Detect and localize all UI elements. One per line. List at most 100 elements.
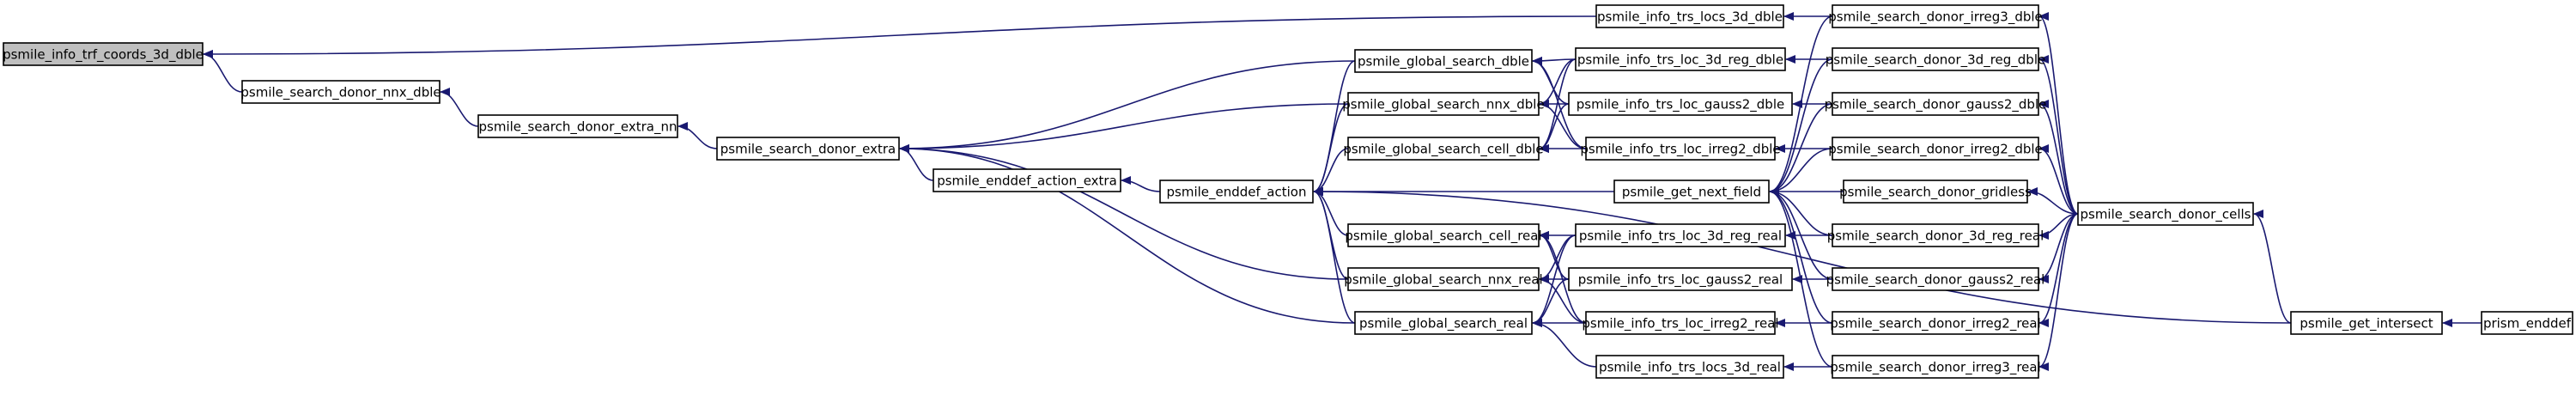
call-edge xyxy=(1121,176,1161,192)
node-box[interactable] xyxy=(1832,137,2039,161)
node-box[interactable] xyxy=(1159,180,1314,204)
node-label: psmile_info_trs_locs_3d_real xyxy=(1599,360,1781,376)
node-box[interactable] xyxy=(1354,311,1533,335)
call-edge xyxy=(2038,213,2079,283)
function-node[interactable]: psmile_enddef_action_extra xyxy=(933,168,1121,192)
root-node[interactable]: psmile_info_trf_coords_3d_dble xyxy=(3,42,204,66)
node-box[interactable] xyxy=(1595,355,1784,379)
node-box[interactable] xyxy=(1832,92,2039,116)
function-node[interactable]: psmile_global_search_cell_dble xyxy=(1343,137,1544,161)
function-node[interactable]: psmile_info_trs_loc_3d_reg_dble xyxy=(1575,47,1786,71)
function-node[interactable]: psmile_global_search_nnx_dble xyxy=(1342,92,1545,116)
function-node[interactable]: psmile_info_trs_locs_3d_real xyxy=(1595,355,1784,379)
function-node[interactable]: psmile_info_trs_loc_irreg2_dble xyxy=(1580,137,1781,161)
function-node[interactable]: psmile_search_donor_3d_reg_real xyxy=(1827,223,2044,247)
function-node[interactable]: psmile_global_search_cell_real xyxy=(1345,223,1542,247)
function-node[interactable]: psmile_search_donor_gridless xyxy=(1839,180,2032,204)
call-edge xyxy=(2038,213,2079,371)
node-box[interactable] xyxy=(1832,355,2039,379)
call-edge xyxy=(203,50,243,93)
node-box[interactable] xyxy=(2481,311,2573,335)
call-edge xyxy=(2027,187,2079,215)
node-label: psmile_search_donor_nnx_dble xyxy=(240,85,440,101)
node-label: psmile_info_trs_loc_gauss2_real xyxy=(1578,272,1783,289)
node-box[interactable] xyxy=(716,137,900,161)
function-node[interactable]: psmile_search_donor_nnx_dble xyxy=(240,80,441,104)
node-label: psmile_enddef_action_extra xyxy=(937,173,1117,190)
node-box[interactable] xyxy=(1585,137,1776,161)
node-label: psmile_global_search_cell_real xyxy=(1345,228,1541,245)
call-edge xyxy=(203,15,1597,58)
call-edge xyxy=(899,144,1356,324)
function-node[interactable]: psmile_search_donor_extra_nn xyxy=(477,114,678,138)
function-node[interactable]: psmile_global_search_nnx_real xyxy=(1344,267,1543,291)
node-box[interactable] xyxy=(2077,202,2254,226)
function-node[interactable]: psmile_search_donor_3d_reg_dble xyxy=(1826,47,2045,71)
node-label: psmile_search_donor_gauss2_real xyxy=(1826,272,2045,289)
node-label: psmile_global_search_nnx_dble xyxy=(1342,97,1544,113)
node-box[interactable] xyxy=(1585,311,1776,335)
call-edge xyxy=(899,144,1349,280)
function-node[interactable]: psmile_search_donor_gauss2_real xyxy=(1826,267,2045,291)
call-edge xyxy=(1532,57,1587,149)
function-node[interactable]: psmile_search_donor_irreg2_dble xyxy=(1828,137,2043,161)
call-edge xyxy=(1539,275,1587,324)
function-node[interactable]: psmile_info_trs_loc_gauss2_real xyxy=(1568,267,1793,291)
node-box[interactable] xyxy=(1595,4,1784,28)
function-node[interactable]: psmile_global_search_real xyxy=(1354,311,1533,335)
node-label: psmile_info_trs_loc_3d_reg_dble xyxy=(1577,52,1783,69)
function-node[interactable]: psmile_info_trs_loc_3d_reg_real xyxy=(1575,223,1786,247)
call-edge xyxy=(2038,12,2079,215)
call-edge xyxy=(1532,56,1577,65)
node-box[interactable] xyxy=(1568,267,1793,291)
node-label: psmile_info_trs_loc_3d_reg_real xyxy=(1579,228,1782,245)
function-node[interactable]: psmile_info_trs_locs_3d_dble xyxy=(1595,4,1784,28)
function-node[interactable]: psmile_search_donor_irreg2_real xyxy=(1830,311,2041,335)
function-node[interactable]: psmile_get_next_field xyxy=(1613,180,1770,204)
node-box[interactable] xyxy=(1354,49,1533,73)
function-node[interactable]: psmile_search_donor_extra xyxy=(716,137,900,161)
node-box[interactable] xyxy=(1613,180,1770,204)
node-box[interactable] xyxy=(477,114,678,138)
function-node[interactable]: psmile_search_donor_irreg3_real xyxy=(1830,355,2041,379)
node-box[interactable] xyxy=(1843,180,2028,204)
call-edge xyxy=(1313,60,1356,196)
node-box[interactable] xyxy=(1347,223,1540,247)
node-label: psmile_search_donor_3d_reg_real xyxy=(1827,228,2044,245)
node-box[interactable] xyxy=(1568,92,1793,116)
node-box[interactable] xyxy=(933,168,1121,192)
node-label: psmile_info_trf_coords_3d_dble xyxy=(3,47,204,64)
node-box[interactable] xyxy=(3,42,204,66)
node-label: psmile_get_intersect xyxy=(2300,316,2433,332)
node-label: psmile_info_trs_loc_irreg2_real xyxy=(1582,316,1778,332)
node-box[interactable] xyxy=(1347,137,1540,161)
node-box[interactable] xyxy=(1832,4,2039,28)
node-box[interactable] xyxy=(1832,311,2039,335)
node-box[interactable] xyxy=(1832,267,2039,291)
node-box[interactable] xyxy=(1832,223,2039,247)
function-node[interactable]: psmile_info_trs_loc_gauss2_dble xyxy=(1568,92,1793,116)
nodes-layer: psmile_info_trf_coords_3d_dble psmile_sea… xyxy=(3,4,2573,379)
node-box[interactable] xyxy=(1347,92,1540,116)
node-box[interactable] xyxy=(2290,311,2443,335)
function-node[interactable]: prism_enddef xyxy=(2481,311,2573,335)
function-node[interactable]: psmile_search_donor_cells xyxy=(2077,202,2254,226)
function-node[interactable]: psmile_info_trs_loc_irreg2_real xyxy=(1582,311,1779,335)
node-label: psmile_global_search_real xyxy=(1359,316,1528,332)
node-label: psmile_search_donor_cells xyxy=(2080,207,2251,223)
function-node[interactable]: psmile_get_intersect xyxy=(2290,311,2443,335)
call-edge xyxy=(899,103,1349,153)
node-label: psmile_get_next_field xyxy=(1622,185,1761,201)
node-box[interactable] xyxy=(1347,267,1540,291)
node-box[interactable] xyxy=(1575,223,1786,247)
function-node[interactable]: psmile_search_donor_gauss2_dble xyxy=(1825,92,2047,116)
node-box[interactable] xyxy=(1575,47,1786,71)
node-label: psmile_info_trs_loc_gauss2_dble xyxy=(1577,97,1784,113)
function-node[interactable]: psmile_enddef_action xyxy=(1159,180,1314,204)
node-box[interactable] xyxy=(1832,47,2039,71)
function-node[interactable]: psmile_search_donor_irreg3_dble xyxy=(1828,4,2043,28)
node-box[interactable] xyxy=(241,80,440,104)
call-edge xyxy=(2038,100,2079,215)
function-node[interactable]: psmile_global_search_dble xyxy=(1354,49,1533,73)
